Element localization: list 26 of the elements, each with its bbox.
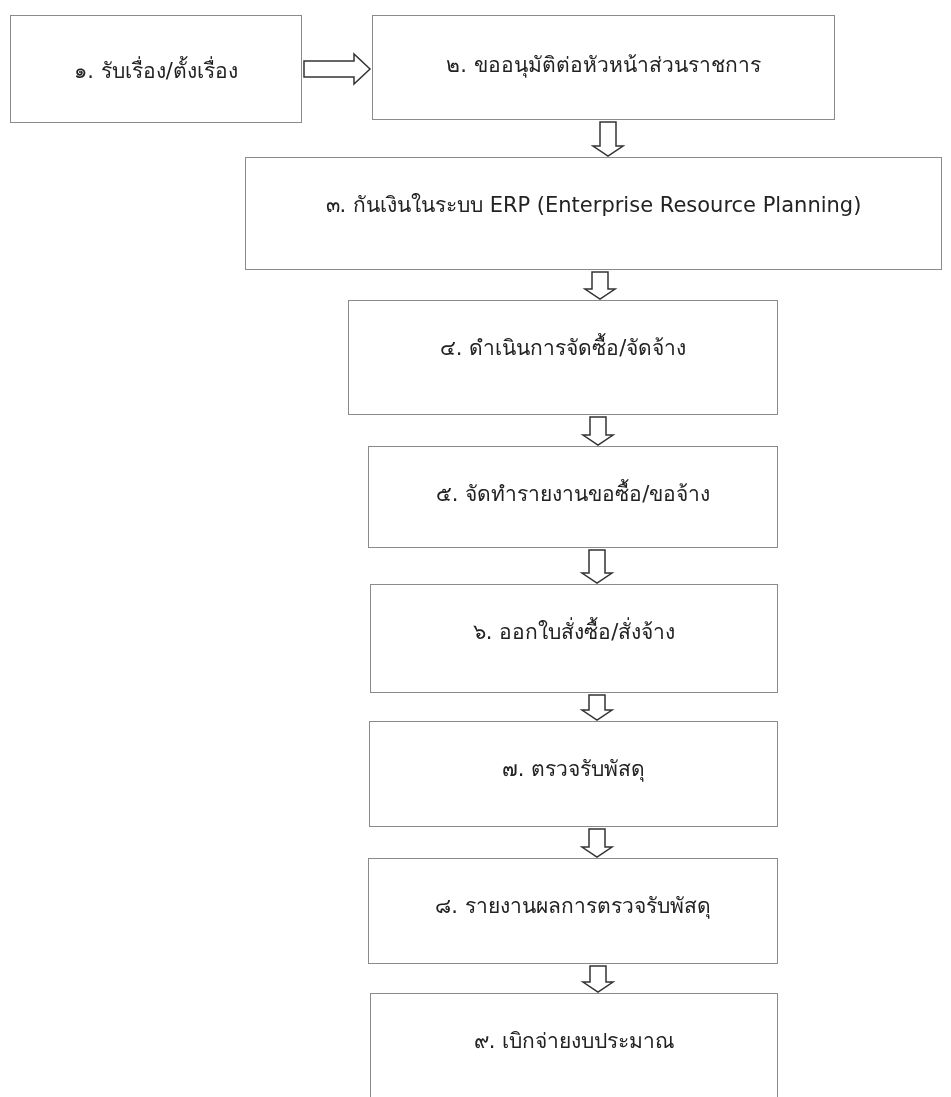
process-box xyxy=(348,300,778,415)
block-arrow xyxy=(579,549,615,584)
step-text: ๗. ตรวจรับพัสดุ xyxy=(500,756,647,784)
block-arrow xyxy=(580,416,616,446)
block-arrow xyxy=(579,828,615,858)
step-text: ๕. จัดทำรายงานขอซื้อ/ขอจ้าง xyxy=(369,477,777,510)
step-text: ๓. กันเงินในระบบ ERP (Enterprise Resource Planning) xyxy=(324,192,863,219)
process-box xyxy=(369,721,778,827)
block-arrow xyxy=(580,965,616,993)
block-arrow xyxy=(590,121,626,157)
step-text: ๙. เบิกจ่ายงบประมาณ xyxy=(472,1028,676,1055)
process-box xyxy=(368,858,778,964)
step-text: ๔. ดำเนินการจัดซื้อ/จัดจ้าง xyxy=(349,331,777,364)
process-box xyxy=(368,446,778,548)
process-box xyxy=(370,993,778,1097)
process-box xyxy=(245,157,942,270)
step-text: ๑. รับเรื่อง/ตั้งเรื่อง xyxy=(11,54,301,87)
block-arrow xyxy=(303,52,372,86)
process-box xyxy=(372,15,835,120)
process-box xyxy=(10,15,302,123)
step-text: ๖. ออกใบสั่งซื้อ/สั่งจ้าง xyxy=(371,615,777,648)
block-arrow xyxy=(582,271,618,300)
step-text: ๒. ขออนุมัติต่อหัวหน้าส่วนราชการ xyxy=(445,52,762,80)
step-text: ๘. รายงานผลการตรวจรับพัสดุ xyxy=(434,893,712,921)
process-box xyxy=(370,584,778,693)
block-arrow xyxy=(579,694,615,721)
